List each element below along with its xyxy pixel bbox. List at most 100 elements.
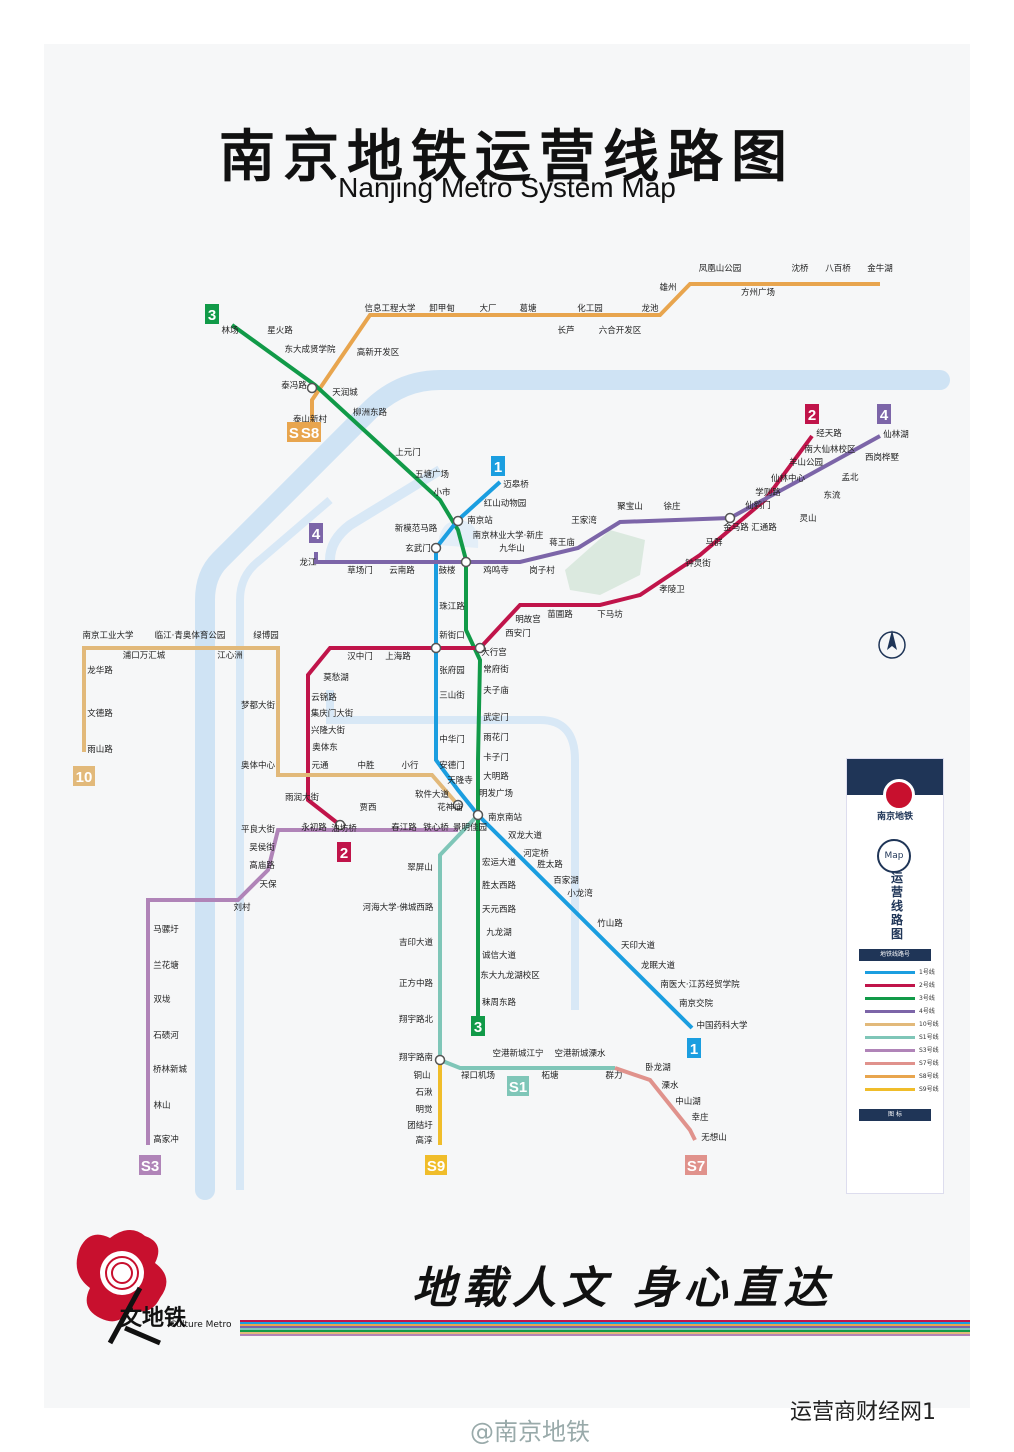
station-label: 中华门	[439, 734, 465, 745]
legend-line-label: S8号线	[919, 1073, 939, 1080]
station-label: 南京林业大学·新庄	[473, 530, 544, 541]
line-tag: 2	[337, 842, 351, 862]
legend-symbols-header: 图 标	[859, 1109, 931, 1121]
legend-line-label: 3号线	[919, 995, 935, 1002]
station-label: 小龙湾	[567, 888, 593, 899]
station-label: 柳洲东路	[353, 407, 388, 418]
station-label: 胜太路	[537, 859, 563, 870]
interchange-marker	[452, 515, 464, 527]
station-label: 吉印大道	[399, 937, 434, 948]
station-label: 龙眠大道	[641, 960, 676, 971]
station-label: 宏运大道	[482, 857, 517, 868]
line-tag: S8	[299, 422, 321, 442]
legend-line-label: 1号线	[919, 969, 935, 976]
station-label: 天印大道	[621, 940, 656, 951]
station-label: 集庆门大街	[311, 708, 354, 719]
culture-metro-cn: 文地铁	[120, 1305, 187, 1331]
station-labels: 林场星火路东大成贤学院泰冯路泰山新村天润城柳洲东路上元门五塘广场小市南京站迈皋桥…	[82, 263, 908, 1146]
line-s7	[614, 1066, 697, 1141]
station-label: 马骡圩	[153, 925, 179, 935]
station-label: 柘塘	[541, 1070, 559, 1081]
station-label: 八百桥	[825, 263, 851, 274]
station-label: 中胜	[357, 760, 375, 771]
interchange-marker	[474, 642, 486, 654]
station-label: 雨润大街	[285, 792, 320, 803]
interchange-marker	[460, 556, 472, 568]
color-stripes	[240, 1320, 970, 1336]
station-label: 新模范马路	[395, 523, 438, 534]
station-label: 新街口	[439, 630, 465, 641]
station-label: 仙鹤门	[745, 500, 771, 511]
station-label: 汇通路	[751, 522, 777, 533]
station-label: 汉中门	[347, 651, 373, 662]
station-label: 龙池	[641, 303, 659, 314]
station-label: 三山街	[439, 690, 465, 701]
station-label: 灵山	[799, 513, 816, 524]
line-tag: 4	[309, 523, 323, 543]
station-label: 星火路	[267, 325, 293, 336]
legend-map-badge: Map	[877, 839, 911, 873]
station-label: 九龙湖	[486, 927, 512, 938]
station-label: 翠屏山	[407, 862, 433, 873]
station-label: 云南路	[389, 565, 415, 576]
zijin-mountain	[565, 530, 645, 595]
line-tag-label: S8	[301, 425, 319, 442]
line-tag-label: S1	[509, 1079, 527, 1096]
station-label: 金牛湖	[867, 263, 893, 274]
station-label: 卧龙湖	[645, 1062, 671, 1073]
interchange-marker	[430, 642, 442, 654]
station-label: 软件大道	[415, 789, 450, 800]
station-label: 凤凰山公园	[699, 263, 742, 274]
station-label: 鸡鸣寺	[483, 565, 509, 576]
station-label: 西岗桦墅	[865, 452, 900, 463]
station-label: 高淳	[415, 1135, 433, 1146]
station-label: 明发广场	[479, 788, 513, 799]
station-label: 聚宝山	[617, 501, 643, 512]
stripe	[240, 1328, 970, 1330]
legend-line-label: 2号线	[919, 982, 935, 989]
station-label: 珠江路	[439, 601, 465, 612]
river-branch	[325, 465, 443, 561]
station-label: 东大成贤学院	[284, 344, 336, 355]
qinhuai-river	[326, 690, 579, 1010]
line-tag-label: S7	[687, 1158, 705, 1175]
line-tag-label: 10	[76, 769, 93, 786]
line-tag: 2	[805, 404, 819, 424]
legend-line-label: 4号线	[919, 1008, 935, 1015]
line-tag-label: 1	[690, 1041, 698, 1058]
station-label: 明故宫	[515, 614, 541, 625]
station-label: 小市	[433, 487, 451, 498]
station-label: 石碛河	[153, 1030, 179, 1041]
page-subtitle: Nanjing Metro System Map	[338, 172, 676, 203]
compass-needle-icon	[887, 630, 897, 650]
station-label: 六合开发区	[599, 325, 642, 336]
station-label: 诚信大道	[482, 950, 517, 961]
line-s3	[146, 828, 458, 1145]
station-label: 莫愁湖	[323, 672, 349, 683]
interchange-marker	[724, 512, 736, 524]
station-label: 苗圃路	[547, 609, 573, 620]
stripe	[240, 1322, 970, 1324]
station-label: 刘村	[233, 902, 251, 913]
legend-line-swatch: 2号线	[865, 982, 935, 989]
station-label: 贾西	[359, 803, 376, 813]
station-label: 奥体东	[312, 742, 338, 753]
station-label: 金马路	[723, 522, 749, 533]
station-label: 五塘广场	[415, 469, 449, 480]
slogan: 地载人文 身心直达	[412, 1263, 834, 1314]
station-label: 泰山新村	[293, 414, 328, 425]
legend-line-swatch: S1号线	[865, 1034, 939, 1041]
line-tag-label: 1	[494, 459, 502, 476]
station-label: 岗子村	[529, 565, 555, 576]
station-label: 林山	[153, 1100, 170, 1111]
interchange-marker	[430, 542, 442, 554]
stripe	[240, 1332, 970, 1334]
legend-line-label: 10号线	[919, 1021, 939, 1028]
station-label: 葛塘	[519, 303, 537, 314]
station-markers	[306, 382, 736, 1066]
station-label: 草场门	[347, 565, 373, 576]
station-label: 溧水	[661, 1080, 679, 1091]
station-label: 天保	[259, 879, 277, 890]
